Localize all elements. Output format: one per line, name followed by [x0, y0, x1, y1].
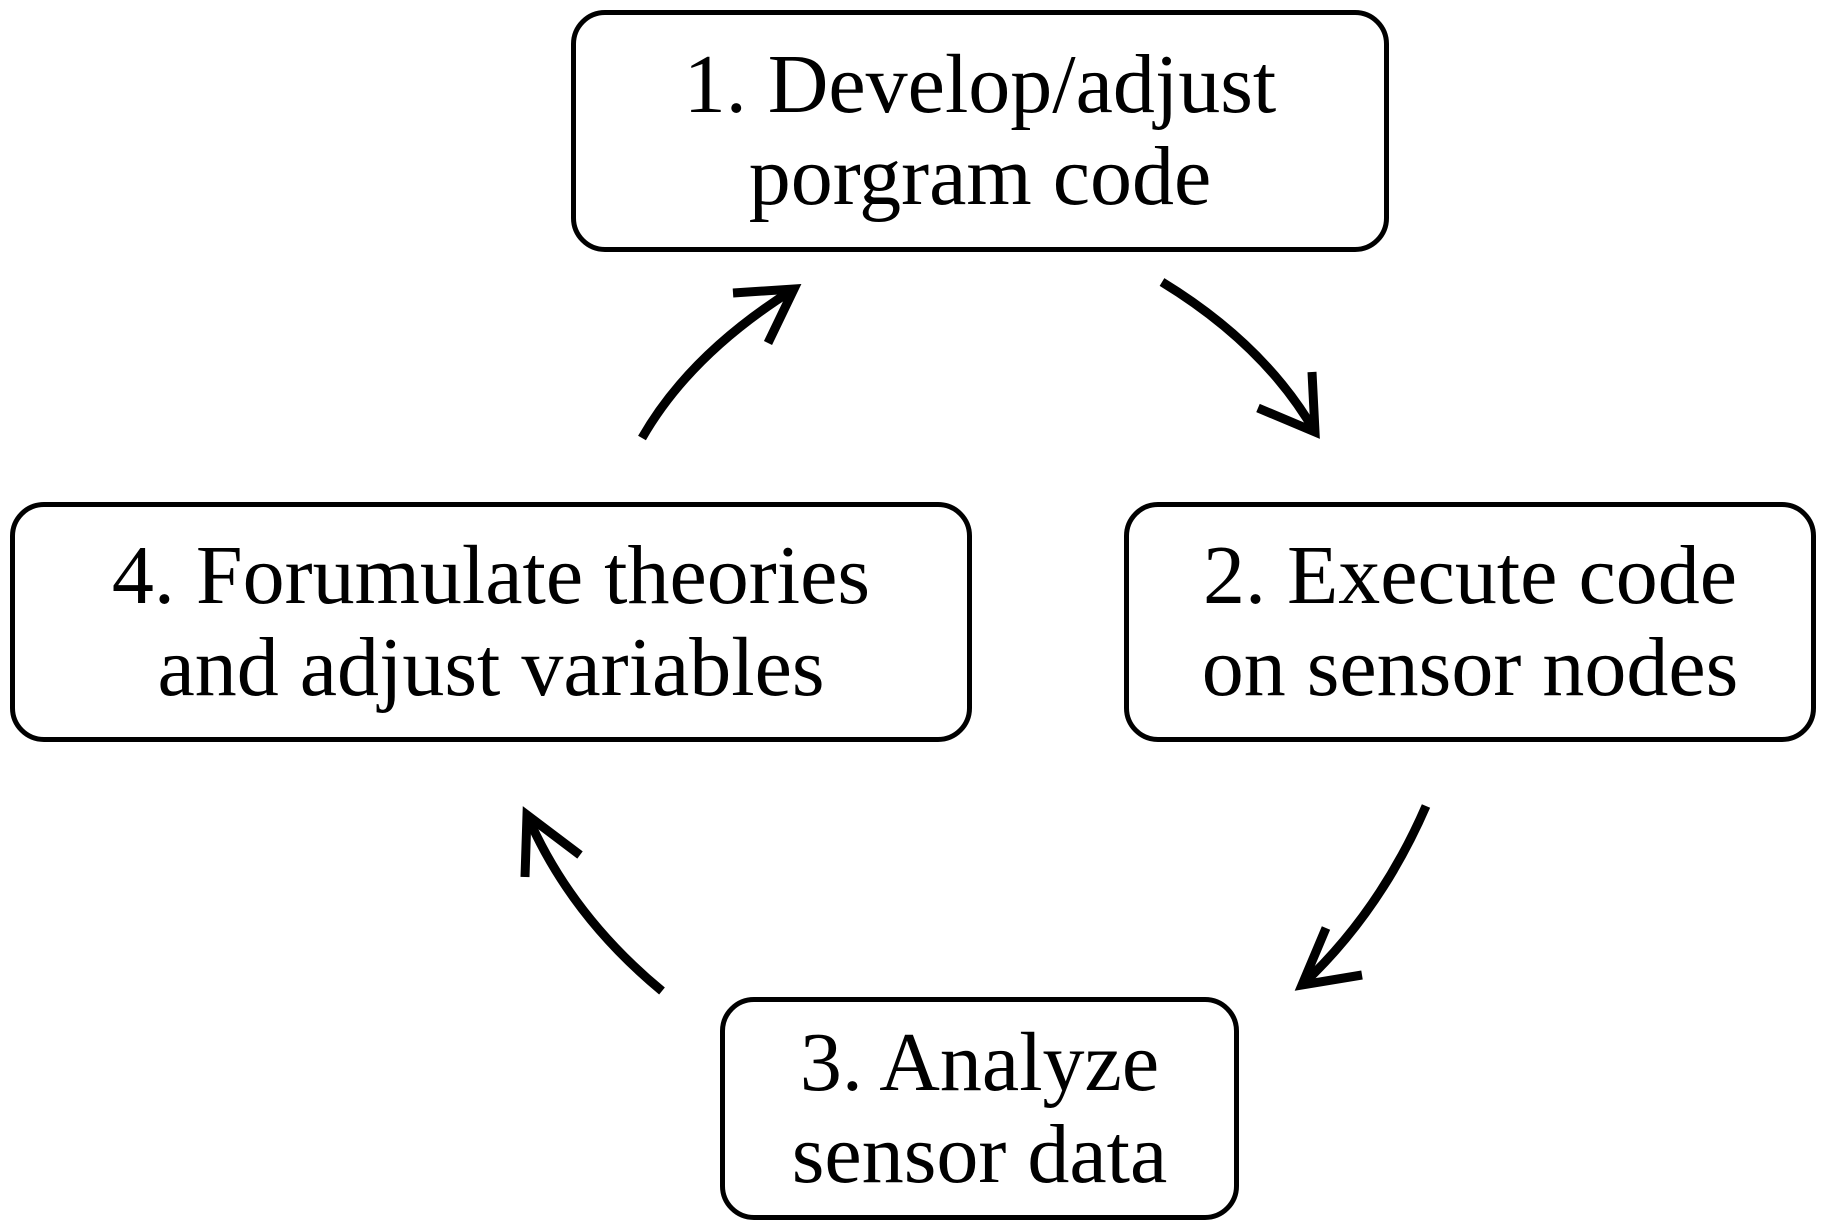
step-1-label-line1: 1. Develop/adjust: [683, 38, 1277, 131]
arrow-step3-to-step4: [520, 806, 665, 995]
step-3-label-line2: sensor data: [791, 1107, 1168, 1201]
step-3-box: 3. Analyze sensor data: [720, 997, 1239, 1220]
step-3-label-line1: 3. Analyze: [799, 1015, 1160, 1109]
arrow-step1-to-step2: [1159, 278, 1320, 439]
step-4-box: 4. Forumulate theories and adjust variab…: [10, 502, 972, 742]
step-2-label-line1: 2. Execute code: [1202, 529, 1738, 622]
step-1-box: 1. Develop/adjust porgram code: [571, 10, 1389, 252]
arrow-step4-to-step1: [638, 284, 802, 441]
step-2-label-line2: on sensor nodes: [1201, 621, 1739, 714]
step-2-box: 2. Execute code on sensor nodes: [1124, 502, 1816, 742]
arrow-step2-to-step3: [1294, 804, 1431, 991]
step-1-label-line2: porgram code: [748, 130, 1212, 223]
step-4-label-line1: 4. Forumulate theories: [111, 529, 871, 622]
step-4-label-line2: and adjust variables: [157, 621, 825, 714]
